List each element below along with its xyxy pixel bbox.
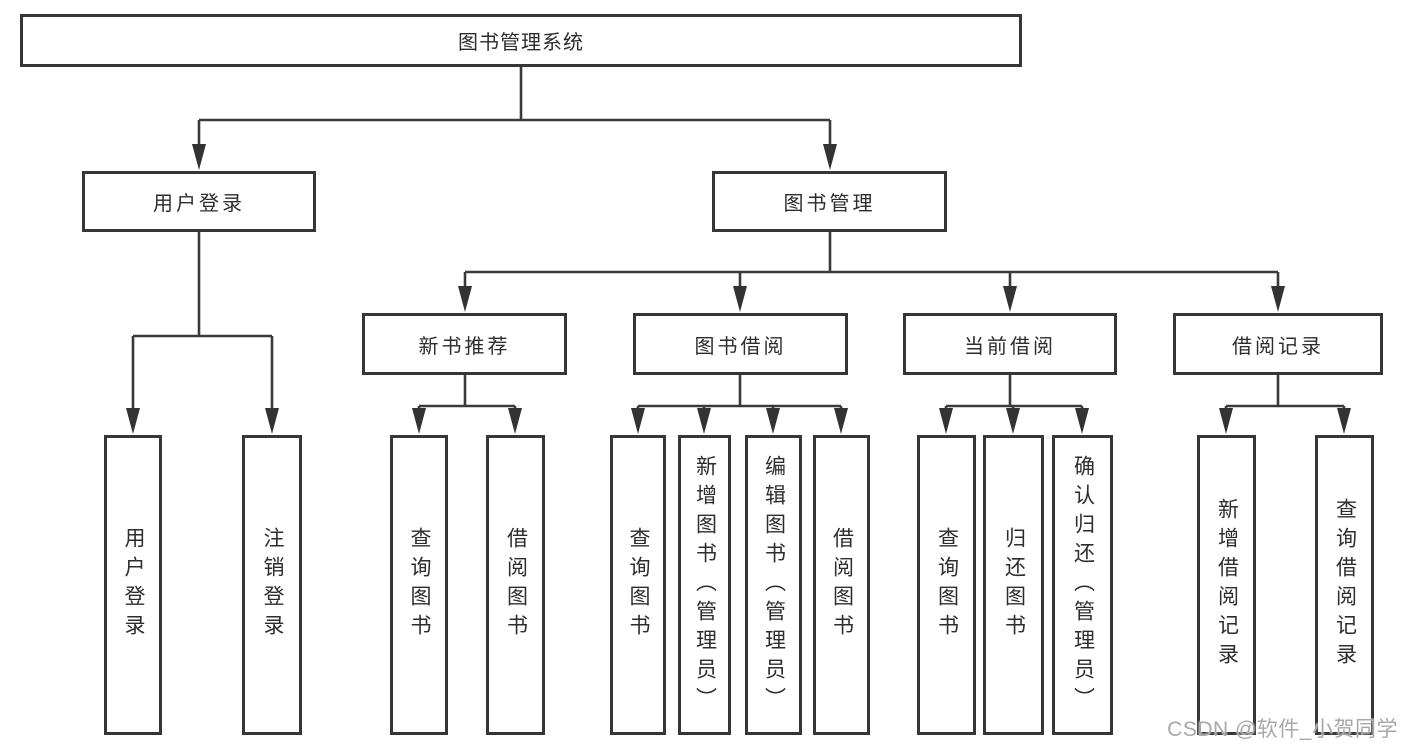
connector-new-book-recommend-to-leaves xyxy=(412,375,522,434)
leaf-logout: 注销登录 xyxy=(242,435,302,735)
leaf-query-borrow-record: 查询借阅记录 xyxy=(1315,435,1374,735)
connector-current-borrow-to-leaves xyxy=(939,375,1089,434)
node-library-system: 图书管理系统 xyxy=(20,14,1022,67)
leaf-query-books-recommend: 查询图书 xyxy=(390,435,448,735)
node-user-login: 用户登录 xyxy=(82,171,316,232)
node-book-management: 图书管理 xyxy=(712,171,947,232)
leaf-query-books-borrow: 查询图书 xyxy=(610,435,666,735)
leaf-borrow-books: 借阅图书 xyxy=(813,435,870,735)
connector-book-borrow-to-leaves xyxy=(631,375,848,434)
leaf-user-login: 用户登录 xyxy=(104,435,162,735)
leaf-edit-book-admin: 编辑图书（管理员） xyxy=(745,435,802,735)
connector-root-to-level2 xyxy=(192,67,837,170)
connector-borrow-records-to-leaves xyxy=(1219,375,1351,434)
csdn-watermark: CSDN @软件_小贺同学 xyxy=(1167,718,1398,741)
node-current-borrow: 当前借阅 xyxy=(903,313,1117,375)
leaf-query-books-current: 查询图书 xyxy=(917,435,976,735)
leaf-add-book-admin: 新增图书（管理员） xyxy=(678,435,731,735)
node-borrow-records: 借阅记录 xyxy=(1173,313,1383,375)
connector-book-management-to-level3 xyxy=(458,232,1285,312)
leaf-confirm-return-admin: 确认归还（管理员） xyxy=(1052,435,1113,735)
leaf-add-borrow-record: 新增借阅记录 xyxy=(1197,435,1256,735)
leaf-return-book: 归还图书 xyxy=(983,435,1044,735)
node-new-book-recommend: 新书推荐 xyxy=(362,313,567,375)
connector-user-login-to-leaves xyxy=(126,232,279,434)
node-book-borrow: 图书借阅 xyxy=(633,313,848,375)
leaf-borrow-books-recommend: 借阅图书 xyxy=(486,435,545,735)
